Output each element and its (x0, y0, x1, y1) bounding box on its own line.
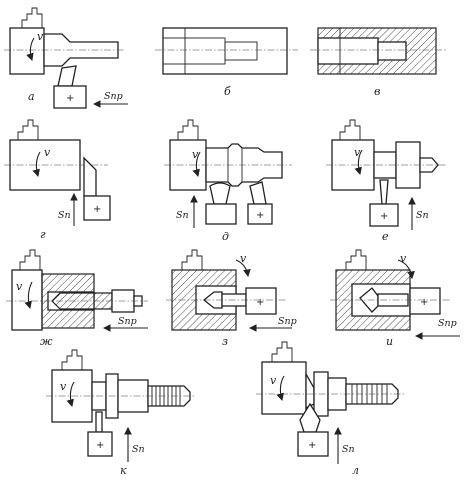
panel-e: v + Sп е (326, 119, 446, 243)
tool-holder (83, 195, 111, 221)
feed-label: Sпр (438, 318, 457, 329)
rotation-arrow (24, 281, 33, 310)
chuck-jaws (21, 7, 43, 28)
forming-tool-tip (209, 182, 231, 205)
feed-label: Sпр (278, 316, 297, 327)
tool-holder (87, 431, 113, 457)
bore-step-2 (377, 41, 407, 61)
panel-label: к (120, 464, 127, 477)
tool-holder (53, 85, 87, 109)
tool-plus: + (66, 93, 74, 104)
grooving-tool-tip (95, 411, 103, 433)
chuck-jaws (181, 249, 203, 270)
cutting-tool-tip (83, 156, 97, 197)
tool-holder (297, 431, 329, 457)
bore-step-2 (224, 41, 258, 61)
tool-holder (409, 287, 441, 315)
rotation-arrow (397, 259, 415, 280)
cutting-tool-tip (57, 65, 77, 87)
panel-g: v + Sп г (4, 119, 111, 241)
form-tool-tip (299, 402, 321, 433)
panel-label: и (386, 335, 393, 348)
feed-label: Sп (176, 210, 189, 221)
panel-i: + v Sпр и (330, 249, 460, 348)
feed-label: Sпр (118, 316, 137, 327)
rotation-arrow (66, 381, 75, 408)
panel-b: б (155, 27, 298, 98)
feed-label: Sп (416, 210, 429, 221)
bore-step-1 (317, 37, 379, 65)
rotation-v-label: v (37, 30, 44, 43)
panel-label: з (222, 335, 228, 348)
chuck-jaws (17, 119, 39, 140)
chuck-jaws (177, 119, 199, 140)
chuck (169, 139, 207, 191)
rotation-v-label: v (44, 146, 51, 159)
tool-holder (247, 203, 273, 225)
feed-label: Sп (58, 210, 71, 221)
chuck (261, 361, 307, 415)
panel-label: д (222, 230, 229, 243)
rotation-v-label: v (16, 280, 23, 293)
rotation-v-label: v (192, 148, 199, 161)
feed-label: Sп (342, 444, 355, 455)
rotation-arrow (354, 149, 363, 176)
panel-k: v + Sп к (46, 349, 196, 477)
chuck-jaws (19, 249, 41, 270)
panel-d: v + Sп д (164, 119, 292, 243)
rotation-v-label: v (270, 374, 277, 387)
rotation-arrow (26, 37, 35, 62)
panel-label: а (28, 90, 35, 103)
feed-label: Sп (132, 444, 145, 455)
tool-plus: + (96, 440, 104, 451)
chuck (11, 269, 43, 331)
tool-plus: + (93, 204, 101, 215)
panel-v: в (310, 27, 446, 98)
panel-zh: v Sпр ж (6, 249, 148, 348)
panel-l: v + Sп л (256, 341, 404, 477)
chuck-jaws (61, 349, 83, 370)
chuck-jaws (271, 341, 293, 362)
parting-tool-tip (379, 179, 389, 205)
panel-label: л (352, 464, 359, 477)
chuck (9, 27, 45, 75)
tool-plus: + (256, 210, 264, 221)
tool-plus: + (256, 297, 264, 308)
rotation-v-label: v (240, 252, 247, 265)
cutting-tool-tip (249, 181, 267, 205)
rotation-arrow (32, 151, 41, 178)
chuck-jaws (339, 119, 361, 140)
panel-z: + v Sпр з (166, 249, 297, 348)
tool-holder (369, 203, 399, 227)
tool-plus: + (308, 440, 316, 451)
workpiece (162, 27, 288, 75)
forming-tool-holder (205, 203, 237, 225)
chuck-jaws (345, 249, 367, 270)
rotation-v-label: v (354, 146, 361, 159)
feed-label: Sпр (104, 91, 123, 102)
rotation-v-label: v (60, 380, 67, 393)
rotation-arrow (235, 259, 251, 278)
panel-label: е (382, 230, 389, 243)
panel-label: г (40, 228, 46, 241)
tool-plus: + (420, 297, 428, 308)
panel-label: ж (40, 335, 53, 348)
panel-label: в (374, 85, 380, 98)
rotation-arrow (192, 151, 201, 178)
rotation-arrow (276, 375, 285, 402)
panel-a: v + Sпр а (4, 7, 128, 109)
rotation-v-label: v (400, 252, 407, 265)
tool-holder (245, 287, 277, 315)
tool-plus: + (380, 211, 388, 222)
panel-label: б (224, 85, 231, 98)
